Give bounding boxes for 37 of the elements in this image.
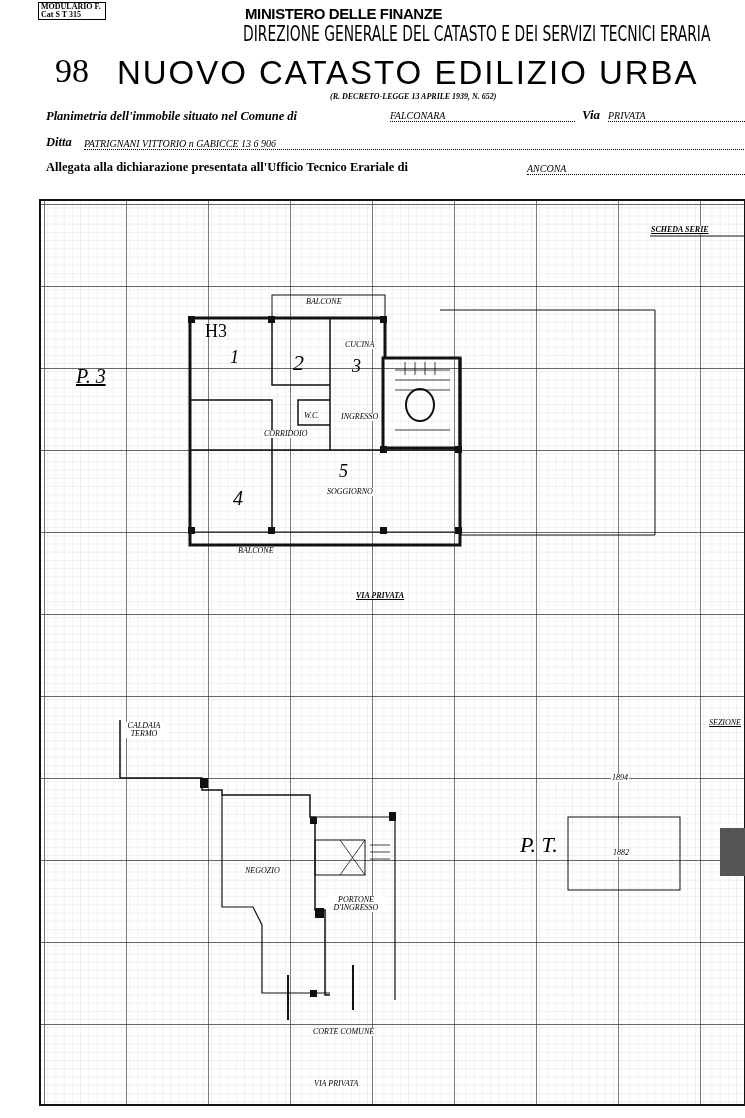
street-label: VIA PRIVATA	[313, 1080, 360, 1088]
height-note: 1894	[611, 774, 629, 782]
room-label: CALDAIA TERMO	[122, 722, 166, 738]
form-label: Ditta	[46, 136, 72, 149]
floor-label: P. T.	[520, 834, 558, 856]
handwritten-number: 98	[55, 54, 89, 88]
room-label: PORTONE D'INGRESSO	[326, 896, 386, 912]
decree-reference: (R. DECRETO-LEGGE 13 APRILE 1939, N. 652)	[330, 93, 497, 101]
handwritten-mark: H3	[205, 322, 227, 340]
handwritten-entry: FALCONARA	[390, 111, 575, 122]
room-label: INGRESSO	[340, 413, 380, 421]
handwritten-entry: PATRIGNANI VITTORIO n GABICCE 13 6 906	[84, 139, 744, 150]
room-label: W.C.	[303, 412, 321, 420]
main-heading: NUOVO CATASTO EDILIZIO URBA	[117, 56, 699, 89]
room-label: CUCINA	[344, 341, 376, 349]
directorate-heading: DIREZIONE GENERALE DEL CATASTO E DEI SERVIZI TECNICI ERARIA	[243, 24, 711, 45]
room-label: SOGGIORNO	[326, 488, 374, 496]
room-number: 1	[230, 348, 239, 366]
form-code: MODULARIO F. Cat S T 315	[38, 2, 106, 20]
handwritten-entry: PRIVATA	[608, 111, 745, 122]
sheet-note: SEZIONE	[708, 719, 742, 727]
height-note: 1882	[612, 849, 630, 857]
area-label: CORTE COMUNE	[312, 1028, 376, 1036]
ministry-heading: MINISTERO DELLE FINANZE	[245, 6, 443, 21]
room-label: BALCONE	[237, 547, 275, 555]
room-label: BALCONE	[305, 298, 343, 306]
form-label: Allegata alla dichiarazione presentata all'Ufficio Tecnico Erariale di	[46, 161, 408, 174]
room-number: 4	[233, 488, 243, 508]
room-number: 5	[339, 462, 348, 480]
handwritten-entry: ANCONA	[527, 164, 745, 175]
form-label: Via	[582, 108, 601, 121]
street-label: VIA PRIVATA	[355, 592, 406, 600]
sheet-note: SCHEDA SERIE	[650, 226, 710, 234]
room-label: CORRIDOIO	[263, 430, 309, 438]
floor-label: P. 3	[76, 366, 106, 386]
room-label: NEGOZIO	[244, 867, 281, 875]
form-label: Planimetria dell'immobile situato nel Comune di	[46, 110, 298, 123]
